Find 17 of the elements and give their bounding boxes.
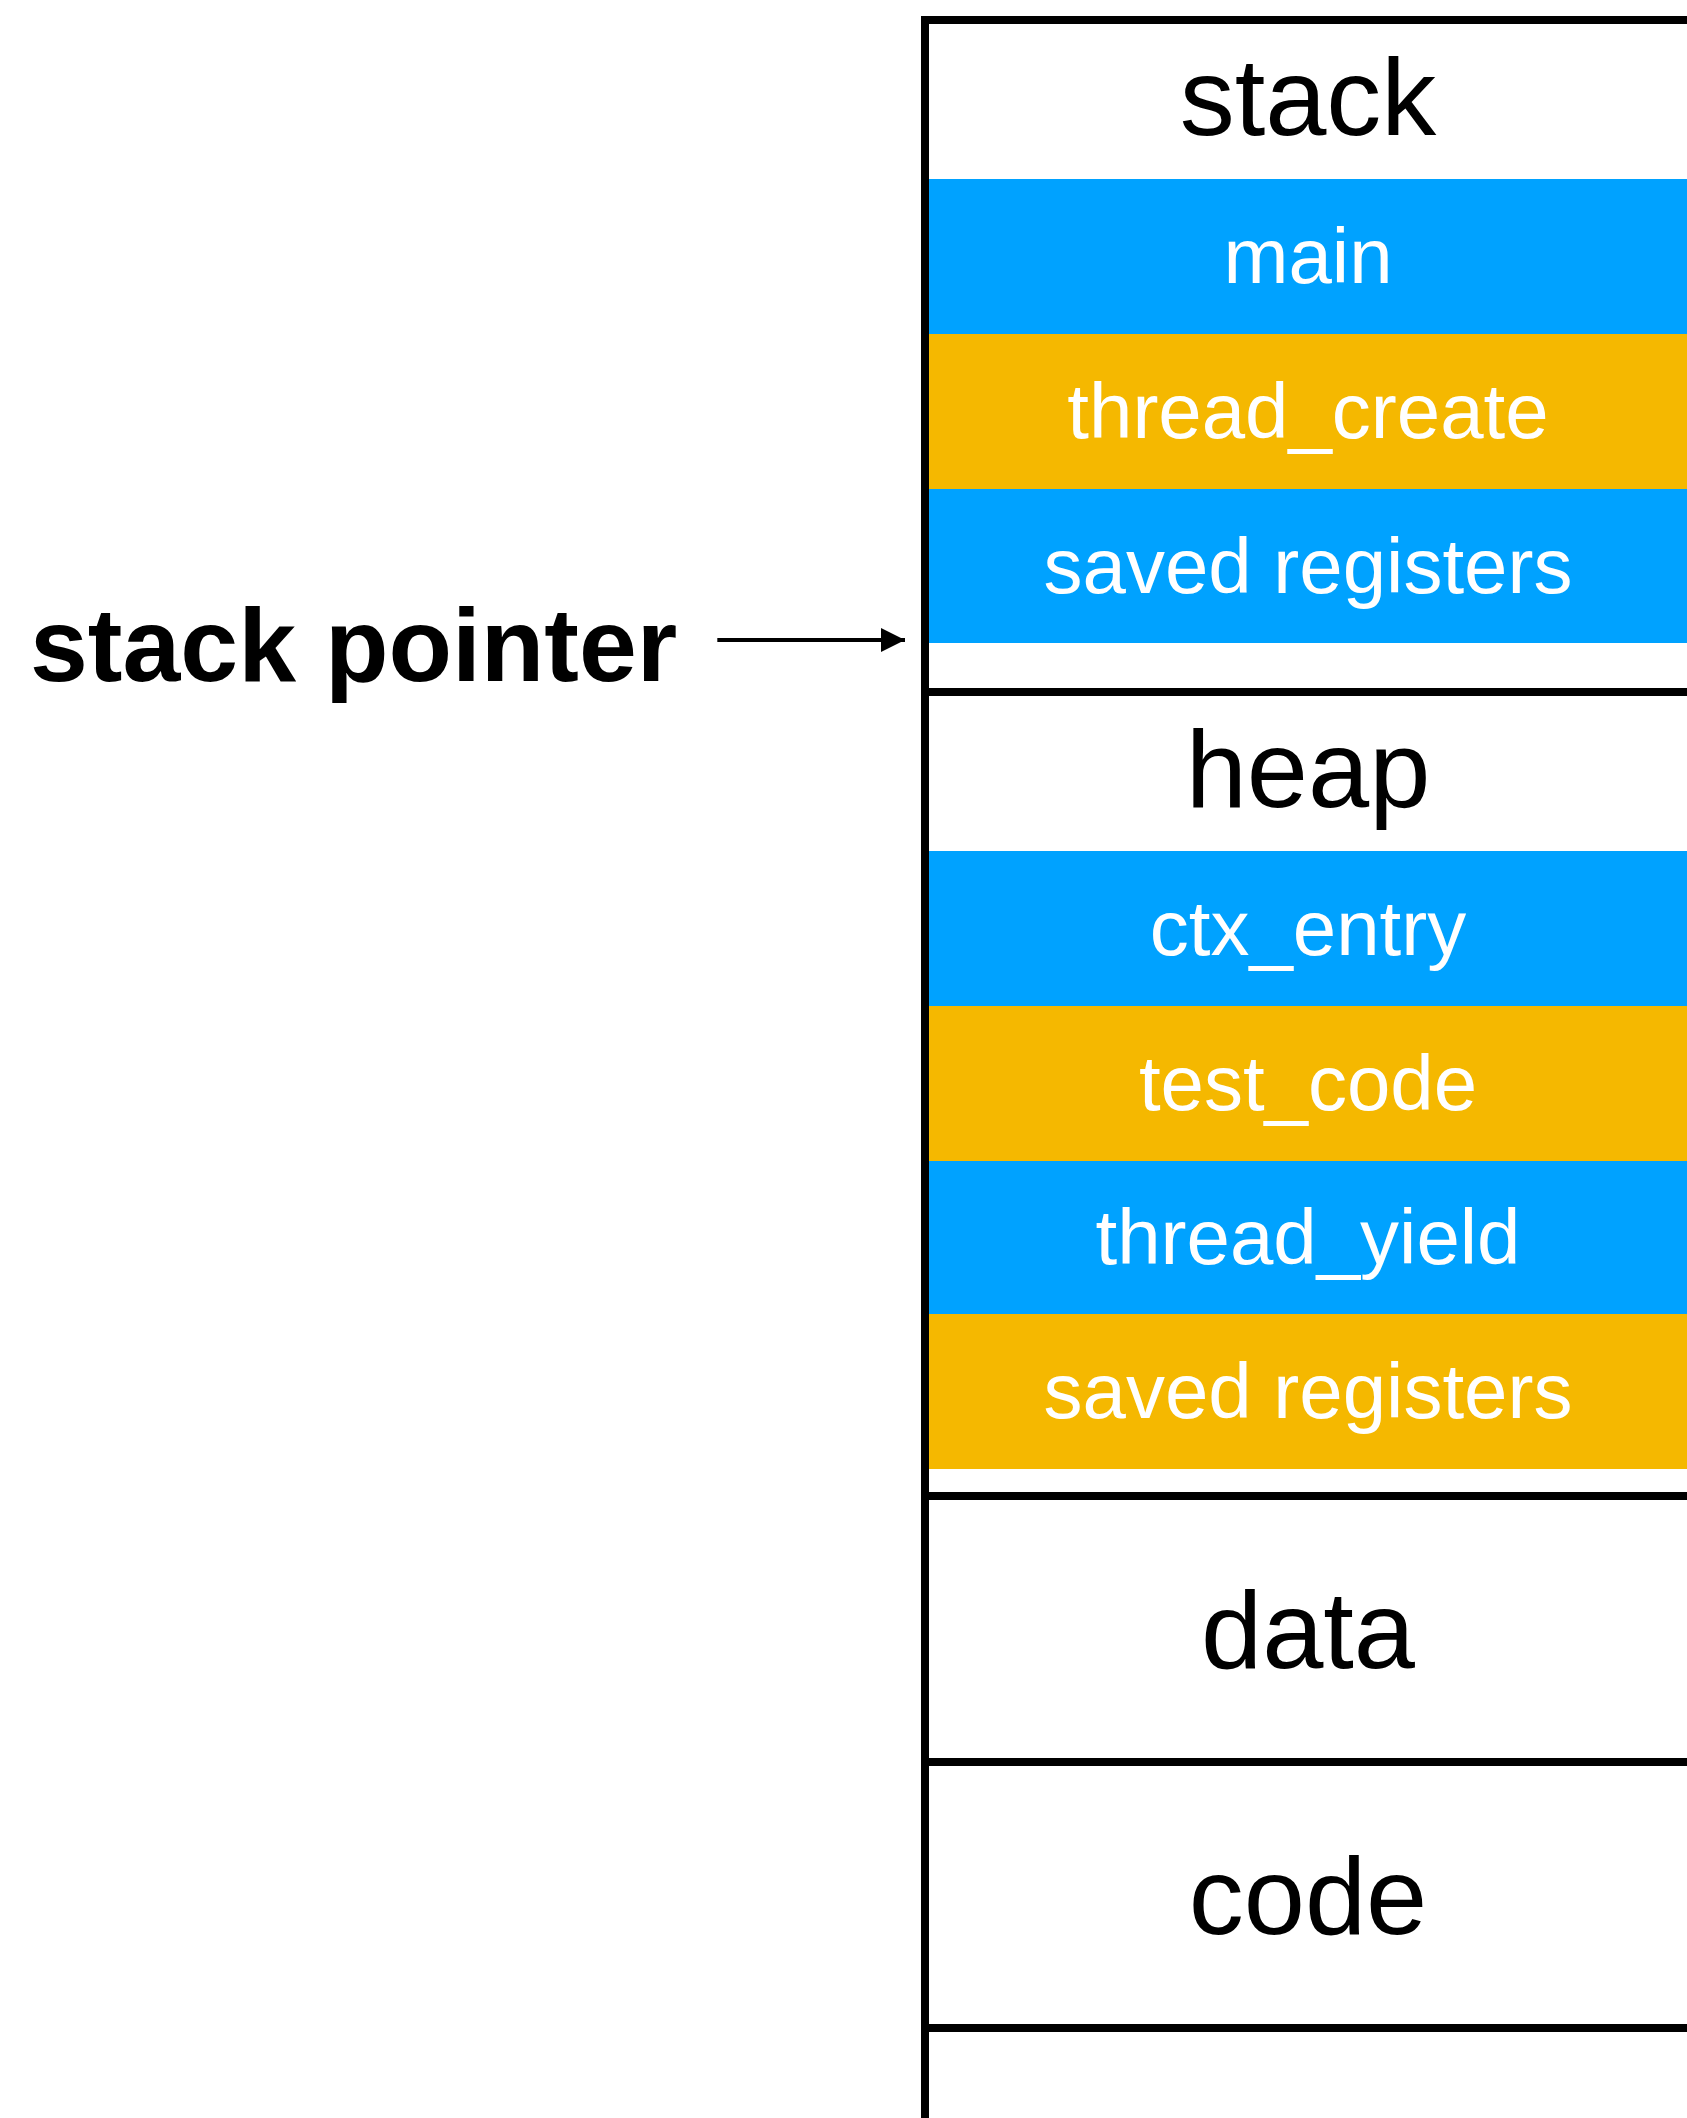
data-segment: [921, 1500, 1687, 1766]
stack-segment: [921, 16, 1687, 696]
stack-frame: test_code: [929, 1006, 1687, 1161]
segment-title: data: [1199, 1566, 1417, 1693]
heap-segment: [921, 696, 1687, 1500]
stack-frame: main: [929, 179, 1687, 334]
stack-frame: thread_yield: [929, 1161, 1687, 1314]
pointer-label: stack pointer: [30, 585, 678, 705]
stack-frame: ctx_entry: [929, 851, 1687, 1006]
stack-frame: thread_create: [929, 334, 1687, 489]
code-segment: [921, 1766, 1687, 2032]
arrow: [717, 628, 905, 652]
stack-frame: saved registers: [929, 489, 1687, 643]
segment-title: heap: [1184, 706, 1432, 832]
segment-title: code: [1187, 1832, 1429, 1959]
stack-frame: saved registers: [929, 1314, 1687, 1469]
segment-title: stack: [1178, 34, 1438, 160]
